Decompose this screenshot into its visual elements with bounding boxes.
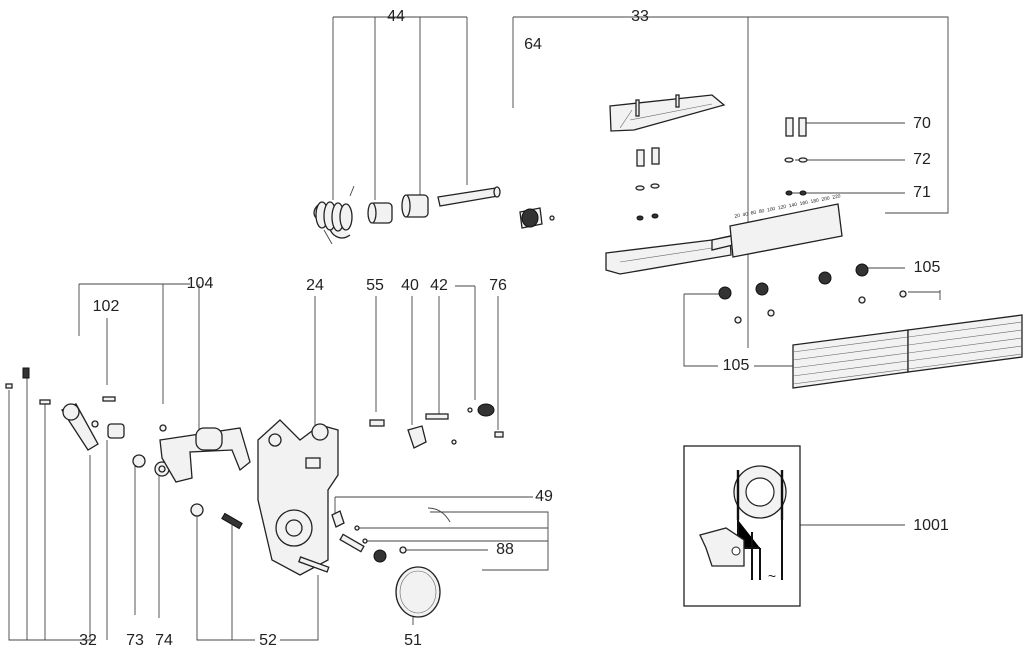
label-64: 64 (524, 36, 542, 53)
parts-55-40-42-76 (369, 403, 504, 449)
label-32: 32 (79, 632, 97, 649)
knobs-105 (718, 263, 907, 324)
label-88: 88 (496, 541, 514, 558)
screws-33 (635, 147, 660, 221)
small-parts-32 (5, 367, 125, 451)
scale-tick: 80 (758, 208, 766, 216)
scale-tick: 40 (742, 211, 749, 219)
label-104: 104 (186, 275, 214, 292)
parts-49-88 (331, 507, 451, 563)
label-76: 76 (489, 277, 507, 294)
rail-33-upper (609, 94, 726, 132)
scale-tick: 20 (734, 212, 741, 220)
scale-tick: 60 (750, 209, 757, 217)
sleeve-44b (401, 194, 429, 218)
label-52: 52 (259, 632, 277, 649)
label-71: 71 (913, 184, 931, 201)
sleeve-44a (367, 202, 393, 224)
label-42: 42 (430, 277, 448, 294)
label-102: 102 (92, 298, 120, 315)
label-70: 70 (913, 115, 931, 132)
leader-lines (8, 16, 949, 641)
ring-51 (395, 566, 441, 618)
label-105-upper: 105 (913, 259, 941, 276)
schematic-symbol: ~ (767, 568, 777, 584)
shaft-44 (437, 186, 501, 207)
label-40: 40 (401, 277, 419, 294)
label-74: 74 (155, 632, 173, 649)
screws-70 (784, 117, 808, 196)
schematic-1001 (683, 445, 801, 607)
washers-73-74 (132, 424, 170, 477)
spring-44 (313, 185, 355, 245)
label-105-lower: 105 (722, 357, 750, 374)
label-51: 51 (404, 632, 422, 649)
label-1001: 1001 (913, 517, 949, 534)
handle-104 (159, 427, 251, 483)
label-72: 72 (913, 151, 931, 168)
label-24: 24 (306, 277, 324, 294)
scale-ruler (729, 203, 843, 258)
knob-64 (519, 207, 555, 229)
housing-24 (257, 419, 339, 576)
fence-profile (792, 314, 1023, 389)
label-55: 55 (366, 277, 384, 294)
label-73: 73 (126, 632, 144, 649)
label-44: 44 (387, 8, 405, 25)
label-33: 33 (631, 8, 649, 25)
label-49: 49 (535, 488, 553, 505)
bolts-52 (190, 503, 330, 573)
